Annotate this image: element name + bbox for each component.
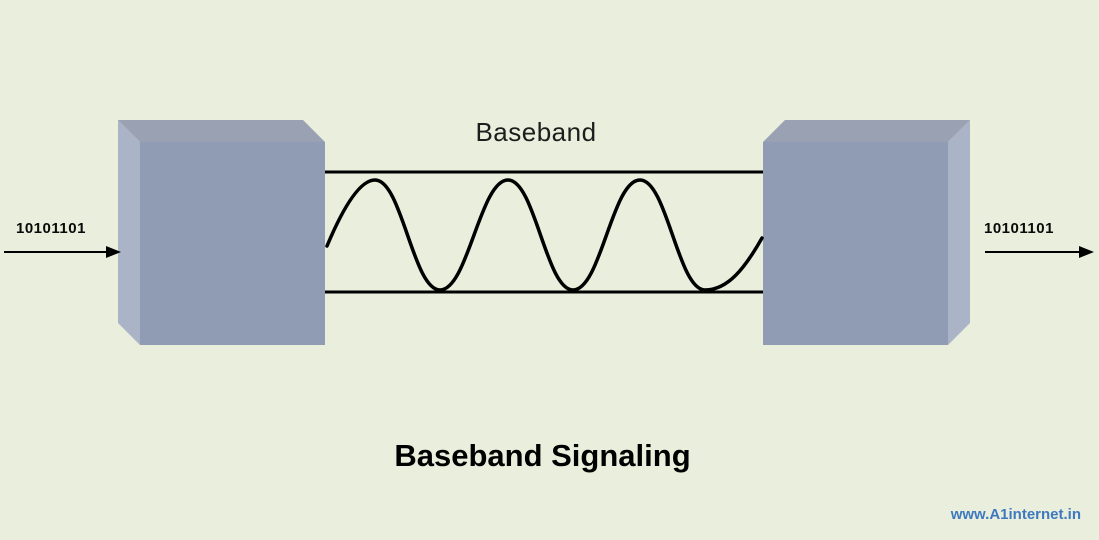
right-box-front-face [763, 142, 948, 345]
sine-wave [325, 178, 764, 292]
right-node-box [763, 120, 970, 345]
input-bits-label: 10101101 [16, 220, 86, 237]
watermark-link[interactable]: www.A1internet.in [950, 506, 1081, 523]
left-box-top-face [118, 120, 325, 142]
output-bits-label: 10101101 [984, 220, 1054, 237]
right-arrow-icon [985, 246, 1094, 258]
diagram-title: Baseband Signaling [394, 438, 691, 473]
left-box-front-face [140, 142, 325, 345]
channel-label: Baseband [475, 117, 597, 147]
left-box-side-face [118, 120, 140, 345]
right-box-top-face [763, 120, 970, 142]
right-box-side-face [948, 120, 970, 345]
left-arrow-icon [4, 246, 121, 258]
left-node-box [118, 120, 325, 345]
